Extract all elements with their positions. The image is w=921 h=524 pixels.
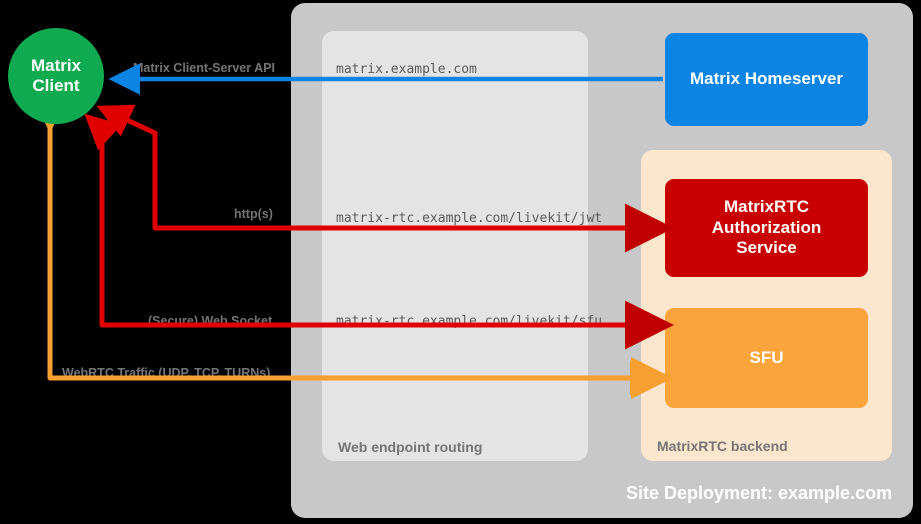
node-matrix-homeserver-label: Matrix Homeserver: [689, 69, 844, 89]
zone-label-web-endpoint-routing: Web endpoint routing: [338, 439, 483, 455]
flow-label-webrtc-traffic: WebRTC Traffic (UDP, TCP, TURNs): [62, 366, 271, 380]
endpoint-url-livekit-jwt: matrix-rtc.example.com/livekit/jwt: [336, 211, 603, 226]
flow-label-secure-web-socket: (Secure) Web Socket: [148, 314, 273, 328]
node-matrix-homeserver[interactable]: Matrix Homeserver: [665, 33, 868, 126]
node-matrix-client-label: Matrix Client: [30, 55, 82, 95]
flow-label-matrix-client-server-api: Matrix Client-Server API: [133, 61, 275, 75]
endpoint-url-matrix: matrix.example.com: [336, 62, 477, 77]
zone-web-endpoint-routing: [322, 31, 588, 461]
zone-label-site-deployment: Site Deployment: example.com: [626, 483, 893, 503]
endpoint-url-livekit-sfu: matrix-rtc.example.com/livekit/sfu: [336, 314, 603, 329]
node-sfu[interactable]: SFU: [665, 308, 868, 408]
node-matrixrtc-authorization-service-label: MatrixRTC Authorization Service: [711, 196, 822, 258]
node-matrix-client[interactable]: Matrix Client: [8, 28, 104, 124]
node-sfu-label: SFU: [749, 347, 784, 367]
zone-label-matrixrtc-backend: MatrixRTC backend: [657, 438, 788, 454]
node-matrixrtc-authorization-service[interactable]: MatrixRTC Authorization Service: [665, 179, 868, 277]
flow-label-https: http(s): [234, 207, 273, 221]
